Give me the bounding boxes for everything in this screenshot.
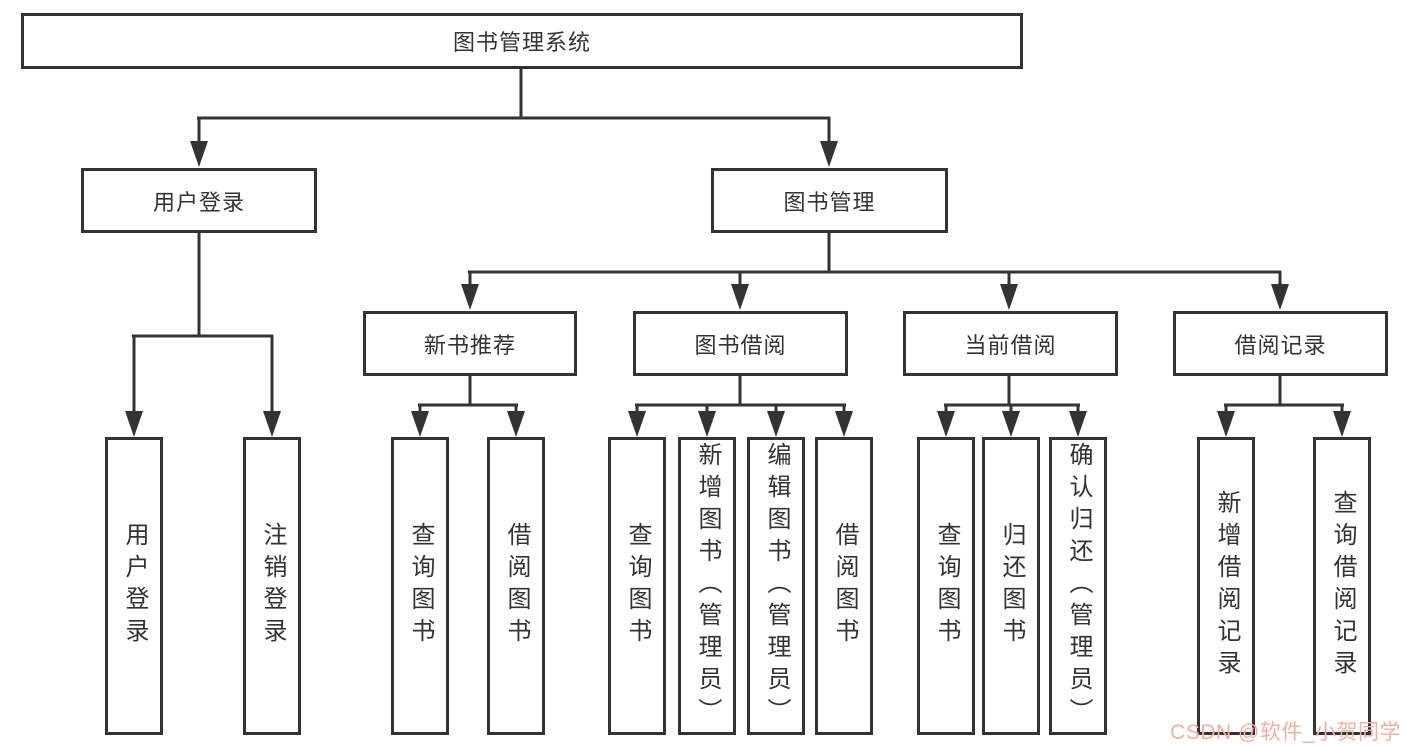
node-borrow-records-label: 借阅记录 xyxy=(1234,332,1327,358)
leaf-bookborrow-edit-box: 编辑图书（管理员） xyxy=(747,437,805,735)
leaf-current-confirm-label: 确认归还（管理员） xyxy=(1065,442,1092,730)
leaf-current-return-box: 归还图书 xyxy=(982,437,1040,735)
leaf-bookborrow-query-box: 查询图书 xyxy=(608,437,666,735)
leaf-user-login-label: 用户登录 xyxy=(121,522,148,650)
leaf-current-confirm-box: 确认归还（管理员） xyxy=(1049,437,1107,735)
leaf-records-add-box: 新增借阅记录 xyxy=(1197,437,1255,735)
leaf-bookborrow-add-label: 新增图书（管理员） xyxy=(694,442,721,730)
leaf-records-add-label: 新增借阅记录 xyxy=(1213,490,1240,682)
node-borrow-records-box: 借阅记录 xyxy=(1173,311,1388,376)
node-user-login-label: 用户登录 xyxy=(152,189,245,215)
leaf-current-return-label: 归还图书 xyxy=(998,522,1025,650)
leaf-user-login-box: 用户登录 xyxy=(105,437,163,735)
csdn-watermark: CSDN @软件_小贺同学 xyxy=(1170,721,1401,744)
leaf-newbook-borrow-box: 借阅图书 xyxy=(487,437,545,735)
node-book-management-label: 图书管理 xyxy=(783,189,876,215)
leaf-bookborrow-borrow-box: 借阅图书 xyxy=(815,437,873,735)
node-new-book-recommend-box: 新书推荐 xyxy=(363,311,577,376)
arrowheads xyxy=(125,141,1351,437)
node-user-login-box: 用户登录 xyxy=(81,168,317,233)
leaf-bookborrow-borrow-label: 借阅图书 xyxy=(831,522,858,650)
leaf-current-query-label: 查询图书 xyxy=(933,522,960,650)
leaf-current-query-box: 查询图书 xyxy=(917,437,975,735)
node-book-borrow-box: 图书借阅 xyxy=(633,311,848,376)
leaf-records-query-box: 查询借阅记录 xyxy=(1313,437,1371,735)
leaf-bookborrow-query-label: 查询图书 xyxy=(624,522,651,650)
node-book-management-box: 图书管理 xyxy=(711,168,948,233)
leaf-newbook-borrow-label: 借阅图书 xyxy=(503,522,530,650)
leaf-logout-label: 注销登录 xyxy=(259,522,286,650)
node-root-box: 图书管理系统 xyxy=(21,13,1023,69)
node-new-book-recommend-label: 新书推荐 xyxy=(423,332,516,358)
node-book-borrow-label: 图书借阅 xyxy=(694,332,787,358)
leaf-bookborrow-edit-label: 编辑图书（管理员） xyxy=(763,442,790,730)
leaf-records-query-label: 查询借阅记录 xyxy=(1329,490,1356,682)
leaf-bookborrow-add-box: 新增图书（管理员） xyxy=(678,437,736,735)
leaf-newbook-query-label: 查询图书 xyxy=(407,522,434,650)
leaf-newbook-query-box: 查询图书 xyxy=(391,437,449,735)
node-root-label: 图书管理系统 xyxy=(452,30,591,55)
node-current-borrow-box: 当前借阅 xyxy=(903,311,1118,376)
node-current-borrow-label: 当前借阅 xyxy=(964,332,1057,358)
leaf-logout-box: 注销登录 xyxy=(243,437,301,735)
